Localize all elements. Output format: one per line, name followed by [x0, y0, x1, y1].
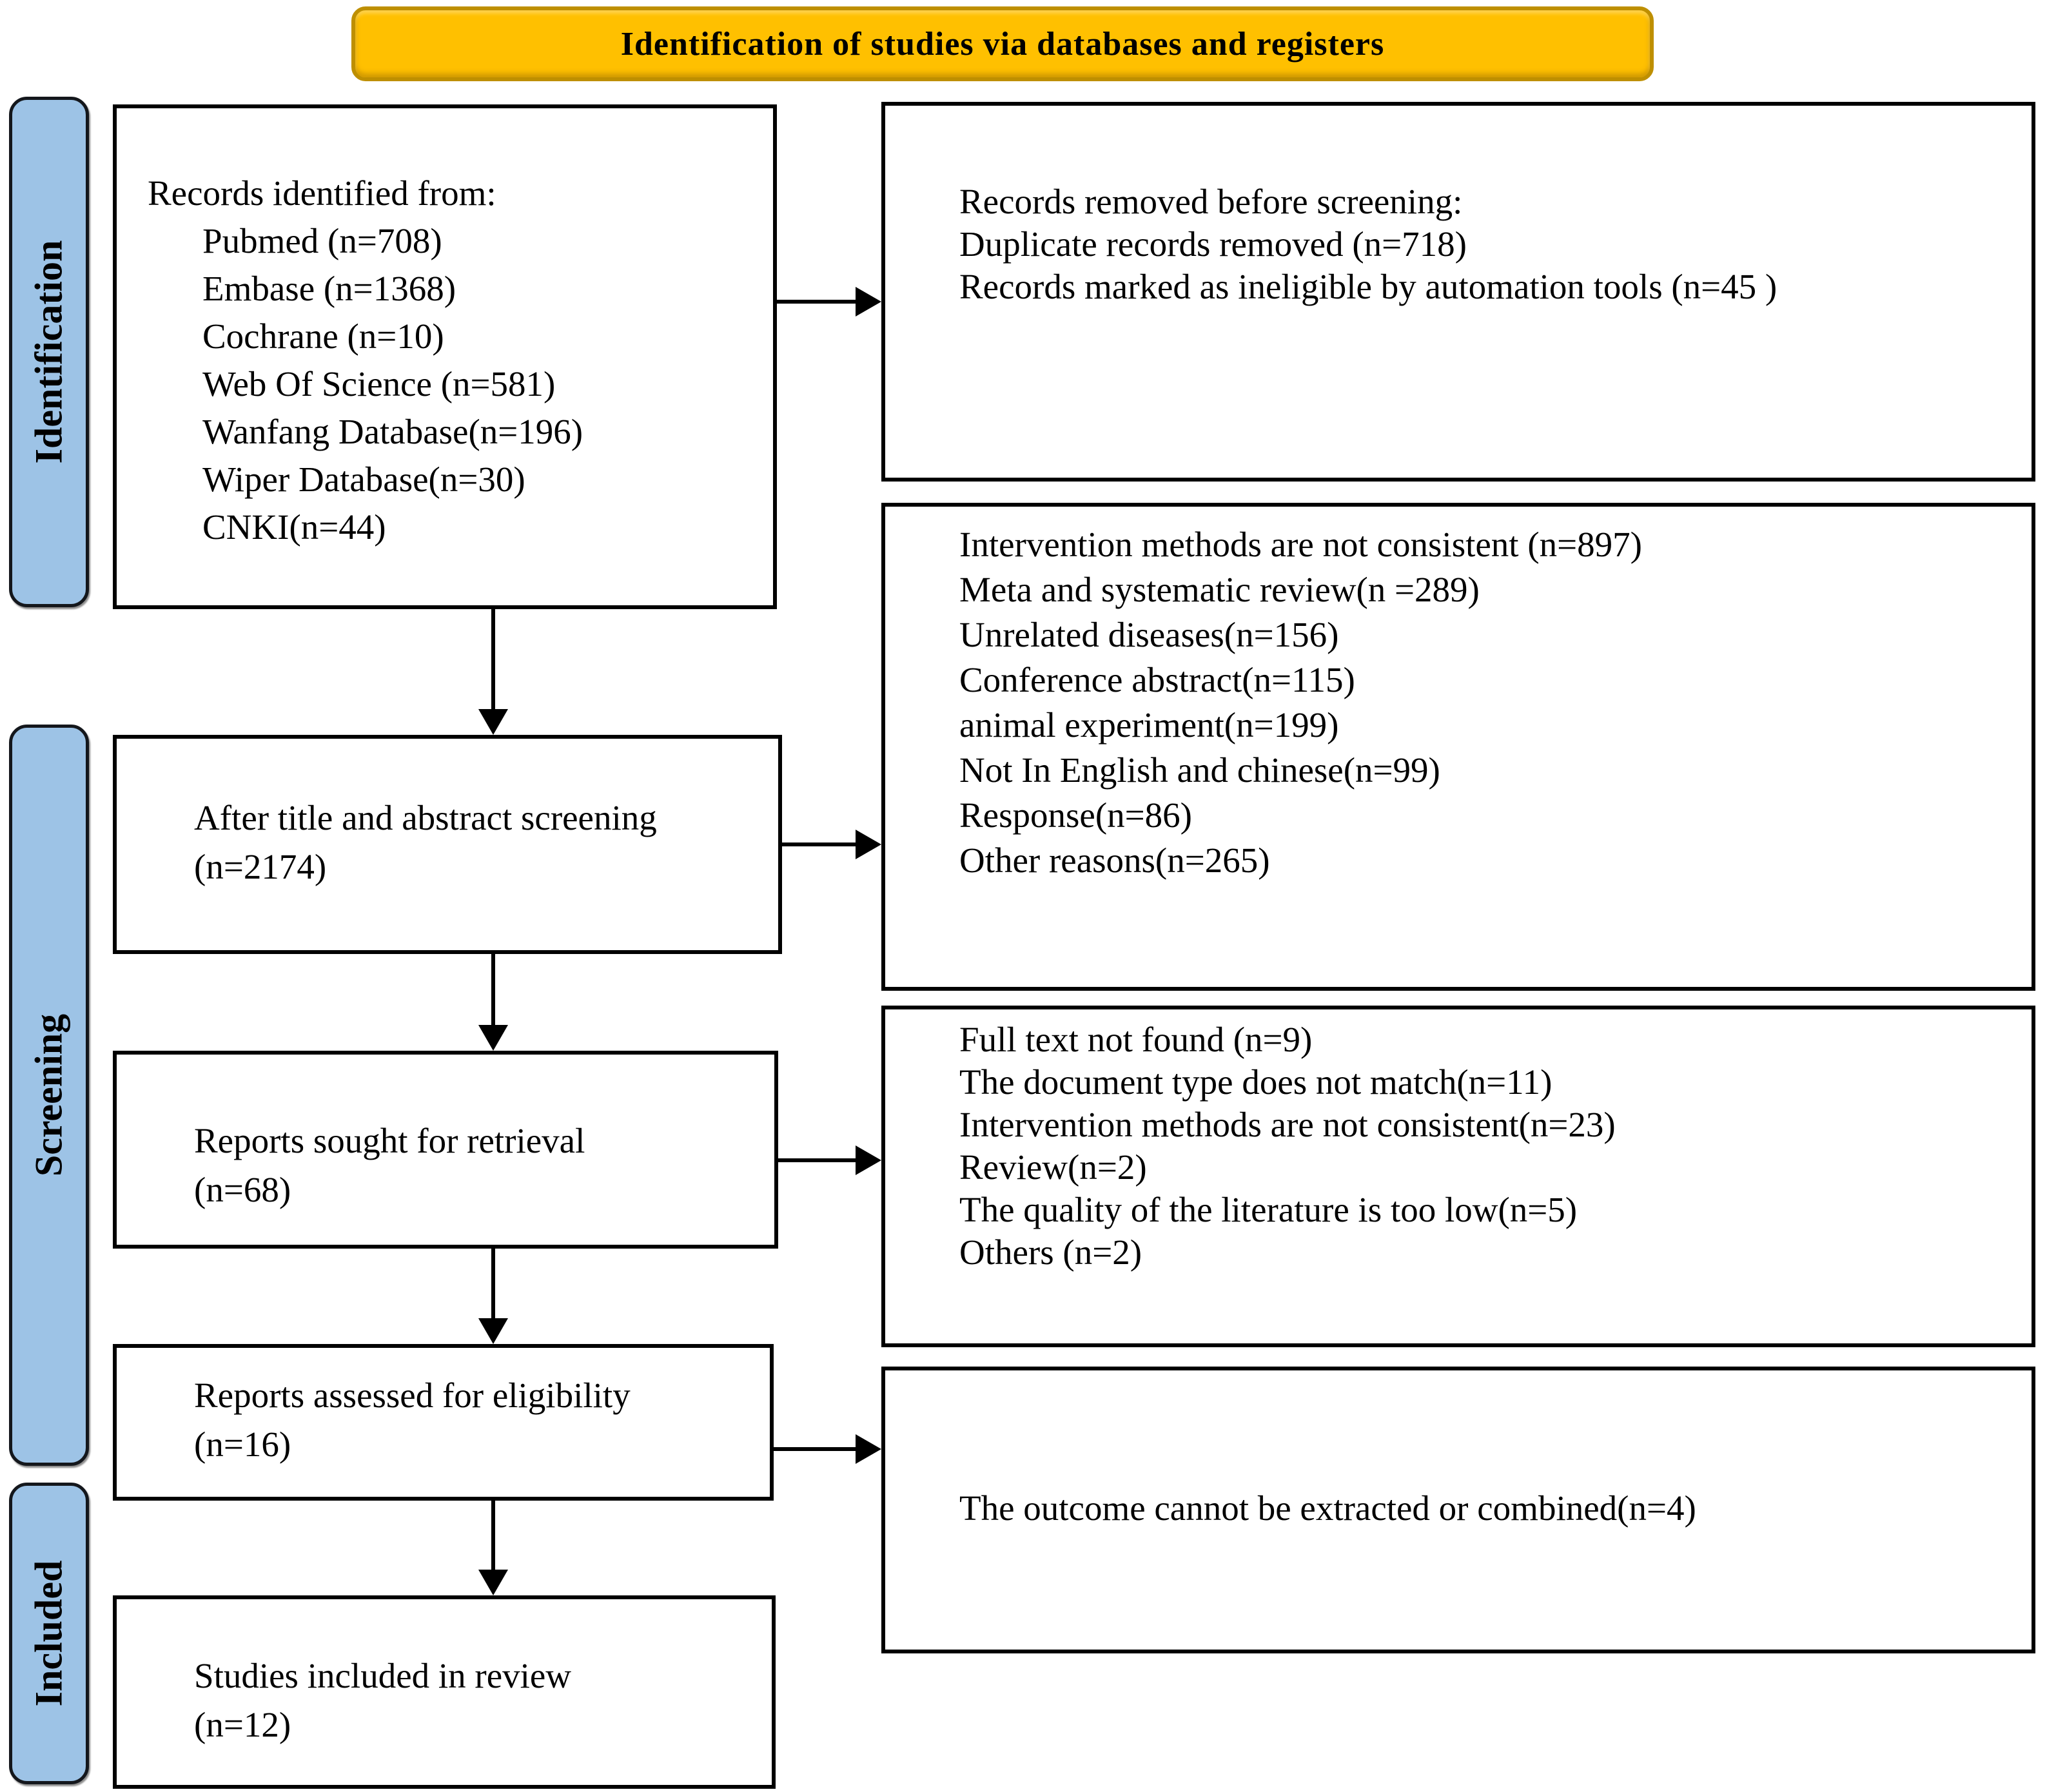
- box-excluded-after-eligibility: The outcome cannot be extracted or combi…: [881, 1367, 2035, 1653]
- box-reports-assessed-text: Reports assessed for eligibility (n=16): [194, 1371, 763, 1469]
- box-title-abstract-screening: After title and abstract screening (n=217…: [113, 735, 782, 954]
- text-line: Pubmed (n=708): [202, 221, 442, 260]
- box-reports-sought: Reports sought for retrieval (n=68): [113, 1051, 778, 1249]
- text-line: (n=12): [194, 1705, 291, 1744]
- arrow-down-1-head: [478, 709, 508, 735]
- text-line: Full text not found (n=9): [959, 1020, 1313, 1059]
- box-studies-included: Studies included in review (n=12): [113, 1595, 776, 1789]
- text-line: Reports assessed for eligibility: [194, 1376, 631, 1415]
- stage-included: Included: [9, 1483, 89, 1784]
- stage-label-included: Included: [27, 1560, 70, 1707]
- box-studies-included-text: Studies included in review (n=12): [194, 1651, 765, 1749]
- text-line: Wiper Database(n=30): [202, 460, 525, 499]
- arrow-right-3-line: [778, 1158, 857, 1162]
- text-line: Records marked as ineligible by automati…: [959, 267, 1778, 306]
- stage-label-screening: Screening: [27, 1013, 70, 1177]
- arrow-down-2-line: [491, 954, 495, 1026]
- text-line: The document type does not match(n=11): [959, 1062, 1552, 1102]
- arrow-right-2-line: [782, 842, 857, 846]
- text-line: Records identified from:: [148, 173, 496, 213]
- text-line: Wanfang Database(n=196): [202, 412, 583, 451]
- stage-identification: Identification: [9, 97, 89, 607]
- text-line: Meta and systematic review(n =289): [959, 570, 1480, 609]
- box-reports-not-retrieved-reasons: Full text not found (n=9)The document ty…: [881, 1006, 2035, 1347]
- title-banner: Identification of studies via databases …: [351, 6, 1654, 81]
- title-text: Identification of studies via databases …: [620, 25, 1385, 63]
- text-line: Unrelated diseases(n=156): [959, 615, 1339, 654]
- text-line: Intervention methods are not consistent …: [959, 525, 1642, 564]
- box-title-abstract-screening-text: After title and abstract screening (n=217…: [194, 794, 772, 891]
- text-line: Reports sought for retrieval: [194, 1121, 585, 1160]
- text-line: Records removed before screening:: [959, 182, 1463, 221]
- box-excluded-after-eligibility-text: The outcome cannot be extracted or combi…: [959, 1487, 2019, 1530]
- text-line: (n=2174): [194, 847, 327, 886]
- arrow-right-1-head: [856, 287, 881, 317]
- text-line: Embase (n=1368): [202, 269, 456, 308]
- arrow-right-2-head: [856, 830, 881, 859]
- text-line: Intervention methods are not consistent(…: [959, 1105, 1616, 1144]
- text-line: Response(n=86): [959, 795, 1192, 835]
- arrow-down-2-head: [478, 1025, 508, 1051]
- box-excluded-after-screening-text: Intervention methods are not consistent …: [959, 522, 2019, 883]
- arrow-down-4-head: [478, 1570, 508, 1595]
- box-records-identified: Records identified from: Pubmed (n=708) Em…: [113, 104, 777, 609]
- box-excluded-after-screening: Intervention methods are not consistent …: [881, 503, 2035, 991]
- box-records-identified-text: Records identified from: Pubmed (n=708) Em…: [148, 170, 767, 551]
- text-line: The quality of the literature is too low…: [959, 1190, 1578, 1229]
- text-line: Other reasons(n=265): [959, 841, 1270, 880]
- box-records-removed-text: Records removed before screening:Duplica…: [959, 180, 2019, 308]
- text-line: Review(n=2): [959, 1147, 1147, 1187]
- box-reports-sought-text: Reports sought for retrieval (n=68): [194, 1116, 768, 1214]
- arrow-right-3-head: [856, 1145, 881, 1175]
- arrow-right-4-head: [856, 1434, 881, 1464]
- text-line: The outcome cannot be extracted or combi…: [959, 1488, 1696, 1528]
- text-line: CNKI(n=44): [202, 507, 386, 547]
- text-line: Not In English and chinese(n=99): [959, 750, 1440, 790]
- arrow-down-1-line: [491, 609, 495, 710]
- text-line: Studies included in review: [194, 1656, 572, 1695]
- text-line: Conference abstract(n=115): [959, 660, 1355, 699]
- text-line: (n=16): [194, 1425, 291, 1464]
- text-line: animal experiment(n=199): [959, 705, 1339, 745]
- text-line: (n=68): [194, 1170, 291, 1209]
- text-line: Others (n=2): [959, 1232, 1142, 1272]
- box-reports-not-retrieved-reasons-text: Full text not found (n=9)The document ty…: [959, 1018, 2019, 1274]
- arrow-down-3-line: [491, 1249, 495, 1320]
- box-reports-assessed: Reports assessed for eligibility (n=16): [113, 1344, 774, 1501]
- arrow-down-3-head: [478, 1318, 508, 1344]
- stage-label-identification: Identification: [27, 240, 70, 464]
- text-line: Cochrane (n=10): [202, 317, 444, 356]
- text-line: After title and abstract screening: [194, 798, 657, 837]
- text-line: Duplicate records removed (n=718): [959, 224, 1467, 264]
- arrow-down-4-line: [491, 1501, 495, 1571]
- box-records-removed: Records removed before screening:Duplica…: [881, 102, 2035, 482]
- text-line: Web Of Science (n=581): [202, 364, 556, 404]
- arrow-right-1-line: [777, 300, 857, 304]
- arrow-right-4-line: [774, 1447, 857, 1451]
- stage-screening: Screening: [9, 725, 89, 1466]
